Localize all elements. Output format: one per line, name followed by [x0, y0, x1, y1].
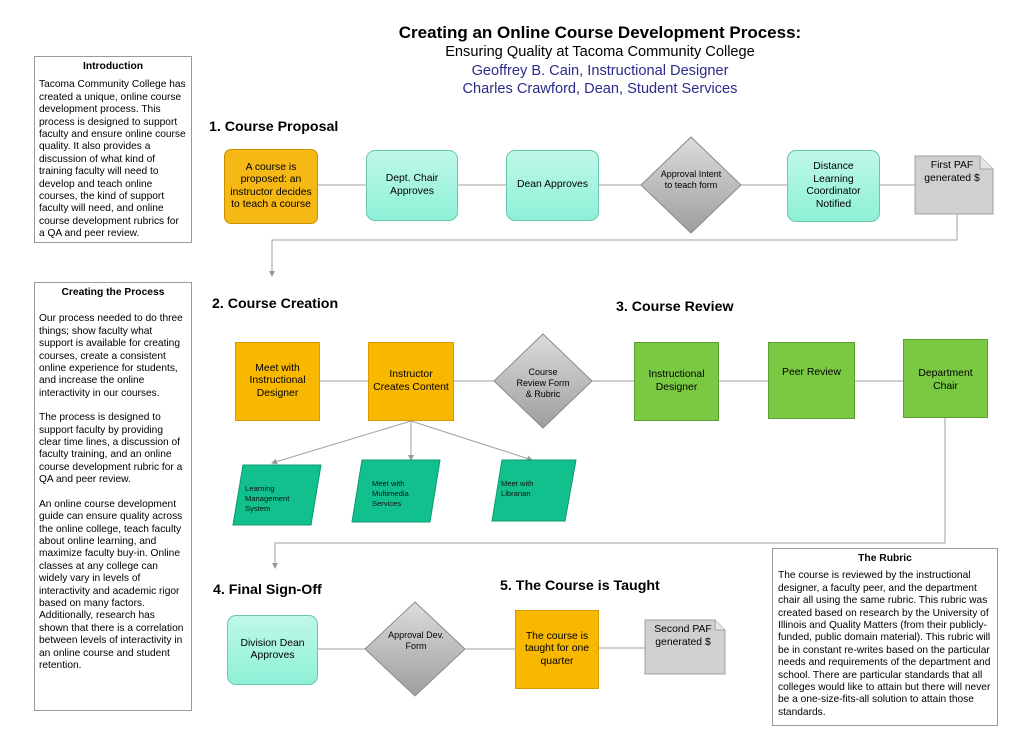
node-peer-review: Peer Review [768, 342, 855, 419]
document-fold [979, 156, 993, 170]
creating-process-heading: Creating the Process [61, 287, 165, 298]
author-line-2: Charles Crawford, Dean, Student Services [462, 81, 738, 97]
document-shape [644, 619, 726, 675]
connector-line [269, 214, 958, 277]
section-heading: 3. Course Review [616, 299, 734, 315]
connector-line [271, 420, 412, 465]
node-division-dean-approves: Division Dean Approves [227, 615, 318, 685]
parallelogram-label: Meet with Multimedia Services [372, 479, 409, 508]
introduction-heading: Introduction [82, 61, 144, 72]
parallelogram-shape [351, 459, 441, 523]
document-label: Second PAF generated $ [654, 624, 712, 648]
node-course-proposed: A course is proposed: an instructor deci… [224, 149, 318, 224]
creating-process-box: Creating the Process Our process needed … [34, 282, 192, 711]
rubric-box: The Rubric The course is reviewed by the… [772, 548, 998, 726]
node-instructor-creates-content: Instructor Creates Content [368, 342, 454, 421]
section-heading: 2. Course Creation [212, 296, 339, 312]
decision-diamond [493, 333, 593, 429]
poster-subtitle: Ensuring Quality at Tacoma Community Col… [445, 44, 755, 60]
section-heading: 1. Course Proposal [209, 119, 339, 135]
creating-process-paragraph: An online course development guide can e… [39, 498, 184, 671]
section-heading: 4. Final Sign-Off [213, 582, 322, 598]
node-dept-chair-approves: Dept. Chair Approves [366, 150, 458, 221]
connector-line [272, 418, 946, 569]
diamond-label: Approval Intent to teach form [660, 169, 722, 190]
introduction-text: Tacoma Community College has created a u… [39, 79, 186, 240]
connector-line [410, 420, 533, 462]
rubric-heading: The Rubric [858, 553, 912, 564]
diamond-label: Course Review Form & Rubric [516, 366, 570, 399]
rubric-text: The course is reviewed by the instructio… [778, 570, 991, 718]
author-line-1: Geoffrey B. Cain, Instructional Designer [471, 63, 729, 79]
parallelogram-label: Meet with Librarian [501, 479, 534, 498]
node-meet-instructional-designer: Meet with Instructional Designer [235, 342, 320, 421]
node-dean-approves: Dean Approves [506, 150, 599, 221]
diamond-label: Approval Dev. Form [388, 630, 444, 651]
node-dlc-notified: Distance Learning Coordinator Notified [787, 150, 880, 222]
parallelogram-shape [491, 459, 577, 522]
document-shape [914, 155, 994, 215]
decision-diamond [364, 601, 466, 697]
parallelogram-shape [232, 464, 322, 526]
section-heading: 5. The Course is Taught [500, 578, 660, 594]
document-fold [714, 620, 725, 631]
document-label: First PAF generated $ [924, 160, 980, 184]
creating-process-paragraph: The process is designed to support facul… [39, 412, 183, 486]
creating-process-paragraph: Our process needed to do three things; s… [39, 313, 183, 399]
node-instructional-designer-review: Instructional Designer [634, 342, 719, 421]
decision-diamond [640, 136, 742, 234]
poster-title: Creating an Online Course Development Pr… [398, 23, 802, 42]
introduction-box: Introduction Tacoma Community College ha… [34, 56, 192, 243]
node-course-taught: The course is taught for one quarter [515, 610, 599, 689]
node-department-chair: Department Chair [903, 339, 988, 418]
parallelogram-label: Learning Management System [245, 484, 290, 513]
